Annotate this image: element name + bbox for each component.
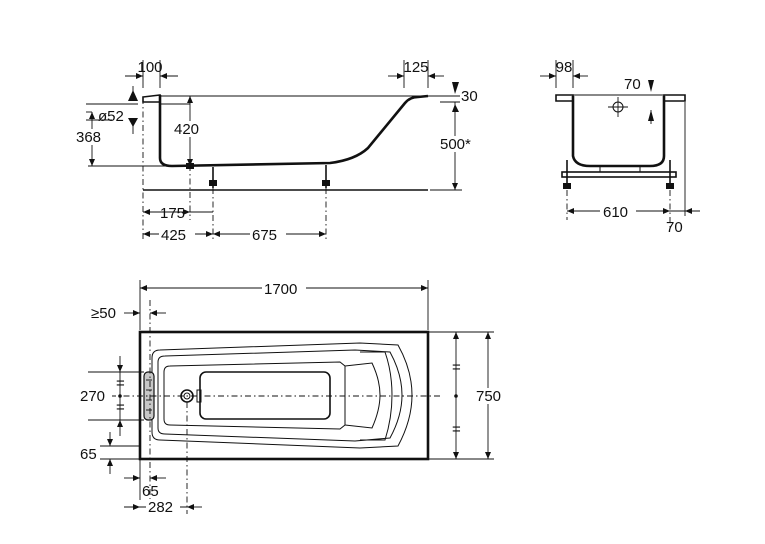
dim-leg-overhang: 70 [666, 219, 683, 236]
dim-waste-position: 282 [148, 499, 173, 516]
dim-edge-offset-vertical: 65 [80, 446, 97, 463]
dim-length: 1700 [264, 281, 297, 298]
dim-rim-width-left: 100 [137, 59, 162, 76]
end-rim-left [555, 94, 574, 102]
dim-min-clearance: ≥50 [91, 305, 116, 322]
plan-bath-floor [199, 371, 331, 420]
dim-waste-offset: 175 [160, 205, 185, 222]
dim-leg-spacing: 675 [252, 227, 277, 244]
plan-inner-outline [151, 342, 413, 449]
dim-rim-width-right: 125 [403, 59, 428, 76]
side-tub-profile [158, 94, 429, 168]
dim-edge-offset-horizontal: 65 [142, 483, 159, 500]
plan-view: 1700 ≥50 = = 270 = = 750 [78, 280, 508, 516]
svg-text:=: = [116, 399, 125, 416]
dim-width: 750 [476, 388, 501, 405]
svg-text:=: = [116, 375, 125, 392]
dim-grip-length: 270 [80, 388, 105, 405]
side-rim-left [142, 94, 161, 103]
dim-overall-height: 500* [440, 136, 471, 153]
dim-leg-offset: 425 [161, 227, 186, 244]
side-view: 100 125 30 500* ø52 368 [74, 59, 478, 244]
end-legs-frame [561, 160, 677, 189]
dim-waste-height: 368 [76, 129, 101, 146]
dim-end-rim-width: 98 [556, 59, 573, 76]
svg-text:=: = [452, 421, 461, 438]
dim-waste-diameter: ø52 [98, 108, 124, 125]
svg-text:=: = [452, 359, 461, 376]
end-tub-profile [571, 96, 666, 168]
side-legs [209, 165, 330, 188]
end-view: 98 70 610 70 [540, 59, 700, 236]
plan-outer-rim [138, 330, 430, 461]
end-rim-right [663, 94, 686, 102]
dim-end-leg-spacing: 610 [603, 204, 628, 221]
dim-overflow-offset: 70 [624, 76, 641, 93]
dim-inner-depth: 420 [174, 121, 199, 138]
dim-rim-thickness: 30 [461, 88, 478, 105]
